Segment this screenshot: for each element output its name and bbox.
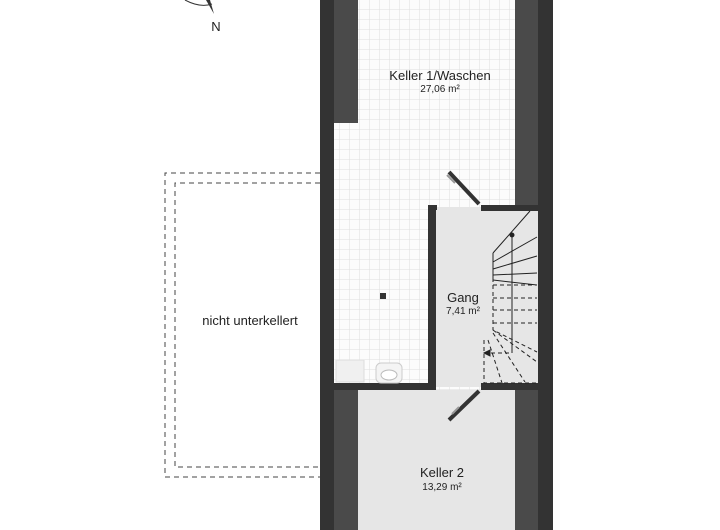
compass-north-label: N	[211, 19, 221, 34]
unexcavated-area-outline	[164, 172, 320, 478]
door-icon	[446, 170, 481, 206]
sink-icon	[375, 362, 403, 384]
door-icon	[447, 389, 481, 422]
room-name: Keller 2	[419, 465, 465, 480]
washing-machine-icon	[335, 359, 365, 383]
wall-strip	[334, 390, 358, 530]
wall-right	[538, 0, 553, 530]
wall-left	[320, 0, 334, 530]
staircase	[482, 210, 538, 384]
wall-strip	[334, 0, 358, 123]
floor-drain-icon	[380, 293, 386, 299]
interior-walls	[334, 205, 538, 390]
outside-label: nicht unterkellert	[202, 313, 298, 328]
wall-strip	[515, 0, 538, 207]
wall-strip	[515, 390, 538, 530]
keller2-floor	[334, 390, 538, 530]
compass-icon	[184, 0, 214, 14]
room-area: 13,29 m²	[422, 482, 462, 493]
room-name: Gang	[447, 290, 479, 305]
gang-floor	[432, 207, 538, 387]
room-area: 7,41 m²	[446, 306, 480, 317]
room-name: Keller 1/Waschen	[389, 68, 491, 83]
room-area: 27,06 m²	[420, 84, 460, 95]
